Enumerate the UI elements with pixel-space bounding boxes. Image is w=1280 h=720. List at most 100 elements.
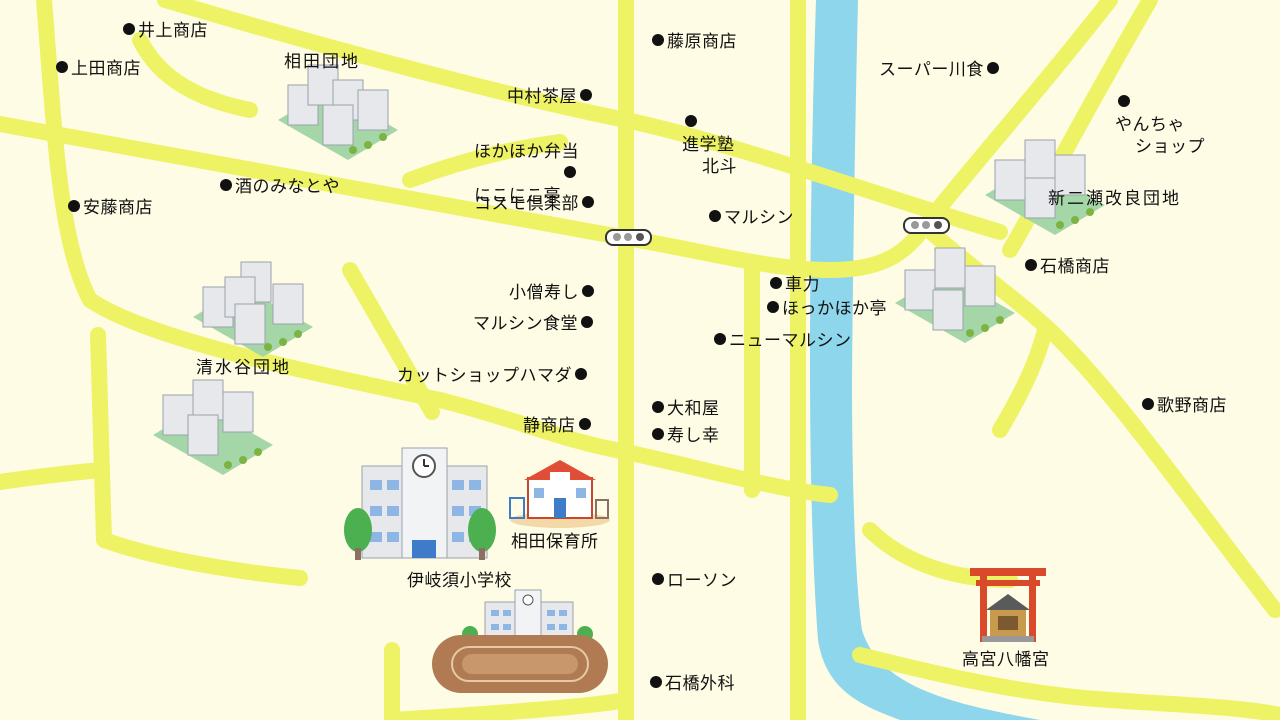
area-aida-danchi: 相田団地 [284, 52, 360, 72]
road-north-diagonal [157, 0, 1008, 240]
apartment-complex-icon [895, 247, 1015, 343]
shop-label: 小僧寿し [509, 283, 579, 303]
road-sw-vertical [90, 327, 308, 586]
shop-label: 酒のみなとや [235, 177, 340, 197]
shop-label: 中村茶屋 [507, 87, 577, 107]
shop-ishibashi: 石橋商店 [1022, 256, 1110, 278]
shop-label: 安藤商店 [83, 198, 153, 218]
shop-ueda: 上田商店 [53, 58, 141, 80]
shop-sake: 酒のみなとや [217, 176, 340, 198]
shop-shizuka: 静商店 [523, 415, 594, 437]
dot-marker-icon [709, 210, 721, 222]
dot-marker-icon [575, 368, 587, 380]
dot-marker-icon [652, 401, 664, 413]
shop-ando: 安藤商店 [65, 197, 153, 219]
shop-label-line: 北斗 [702, 157, 737, 177]
road-south-bottom [384, 692, 634, 720]
running-track-icon [432, 635, 608, 693]
dot-marker-icon [56, 61, 68, 73]
shop-yamatoya: 大和屋 [649, 398, 720, 420]
dot-marker-icon [652, 573, 664, 585]
shop-fujiwara: 藤原商店 [649, 31, 737, 53]
shop-shingaku: 進学塾 北斗 [682, 112, 737, 178]
traffic-light-icon [605, 229, 652, 246]
dot-marker-icon [68, 200, 80, 212]
shop-label-line: ほかほか弁当 [474, 142, 579, 162]
dot-marker-icon [650, 676, 662, 688]
dot-marker-icon [123, 23, 135, 35]
facility-nursery: 相田保育所 [511, 532, 599, 552]
dot-marker-icon [582, 285, 594, 297]
shop-label: 歌野商店 [1157, 396, 1227, 416]
dot-marker-icon [220, 179, 232, 191]
road-east-branch [992, 322, 1053, 438]
traffic-light-icon [903, 217, 950, 234]
apartment-complex-icon [278, 64, 398, 160]
shop-super: スーパー川食 [879, 59, 1002, 81]
shop-kozo: 小僧寿し [509, 282, 597, 304]
road-west-lower [0, 462, 108, 490]
dot-marker-icon [1142, 398, 1154, 410]
shop-newmarushin: ニューマルシン [711, 330, 852, 352]
dot-marker-icon [582, 196, 594, 208]
area-shimizudani-danchi: 清水谷団地 [196, 358, 291, 378]
shop-sushiko: 寿し幸 [649, 425, 720, 447]
shop-label: コスモ倶楽部 [474, 194, 579, 214]
shop-label: 静商店 [523, 416, 576, 436]
shop-ishibashi-geka: 石橋外科 [647, 673, 735, 695]
shop-marushin-shokudo: マルシン食堂 [473, 313, 596, 335]
shop-label: 寿し幸 [667, 426, 720, 446]
shop-label: 井上商店 [138, 21, 208, 41]
shop-label: カットショップハマダ [397, 366, 572, 386]
dot-marker-icon [767, 301, 779, 313]
shop-label-line: やんちゃ [1115, 115, 1185, 135]
apartment-complex-icon [985, 139, 1105, 235]
shop-utano: 歌野商店 [1139, 395, 1227, 417]
road-east-pond-top [862, 522, 1018, 588]
road-sw-loop [36, 0, 838, 503]
school-building-icon [344, 447, 496, 560]
facility-school: 伊岐須小学校 [407, 571, 512, 591]
shop-marushin: マルシン [706, 207, 794, 229]
dot-marker-icon [770, 277, 782, 289]
shop-label-line: にこにこ亭 [474, 186, 561, 206]
dot-marker-icon [714, 333, 726, 345]
shop-label: マルシン [724, 208, 794, 228]
shop-label: ローソン [667, 571, 737, 591]
shop-label-line: 進学塾 [682, 135, 735, 155]
dot-marker-icon [652, 428, 664, 440]
dot-marker-icon [1118, 95, 1130, 107]
shop-lawson: ローソン [649, 570, 737, 592]
shop-label-line: ショップ [1135, 137, 1205, 157]
dot-marker-icon [581, 316, 593, 328]
shop-label: 石橋外科 [665, 674, 735, 694]
shop-hokka: ほっかほか亭 [764, 298, 887, 320]
shop-nakamura: 中村茶屋 [507, 86, 595, 108]
shop-inoue: 井上商店 [120, 20, 208, 42]
facility-shrine: 高宮八幡宮 [962, 650, 1050, 670]
dot-marker-icon [580, 89, 592, 101]
shop-label: ほっかほか亭 [782, 299, 887, 319]
shop-label: スーパー川食 [879, 60, 984, 80]
dot-marker-icon [986, 62, 999, 74]
road-east-ne [1002, 0, 1158, 258]
shop-label: 上田商店 [71, 59, 141, 79]
shop-label: ニューマルシン [729, 331, 852, 351]
shop-label: 大和屋 [667, 399, 720, 419]
road-west-branch [132, 32, 258, 118]
dot-marker-icon [1025, 259, 1037, 271]
dot-marker-icon [578, 418, 591, 430]
shop-label: 車力 [785, 275, 820, 295]
nursery-building-icon [509, 460, 610, 528]
shop-yancha: やんちゃ ショップ [1115, 92, 1205, 158]
road-main-east-west [0, 0, 1118, 278]
road-shrine-bottom [852, 647, 1280, 720]
dot-marker-icon [685, 115, 697, 127]
shop-cutshop: カットショップハマダ [397, 365, 590, 387]
apartment-complex-icon [153, 379, 273, 475]
shop-label: 藤原商店 [667, 32, 737, 52]
area-shinnise-danchi: 新二瀬改良団地 [1048, 189, 1181, 209]
road-diagonal-mid [342, 262, 440, 420]
